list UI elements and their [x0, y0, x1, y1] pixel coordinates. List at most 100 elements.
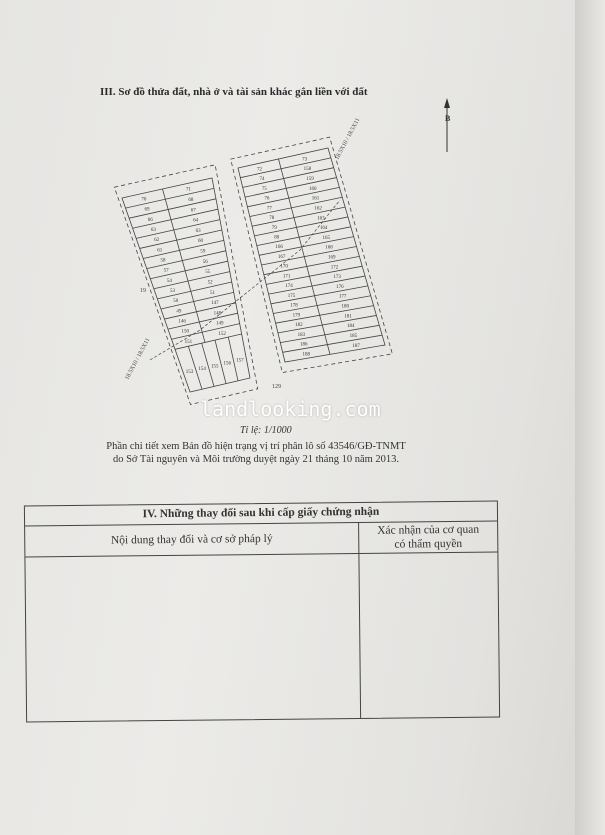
lot-number: 187 — [352, 344, 360, 349]
lot-number: 149 — [216, 322, 224, 327]
lot-number: 156 — [224, 361, 232, 366]
lot-divider — [268, 275, 366, 295]
lot-divider — [150, 260, 228, 280]
lot-number: 71 — [186, 188, 192, 193]
lot-divider — [249, 196, 343, 217]
lot-divider — [146, 250, 226, 270]
lot-number: 182 — [295, 323, 303, 328]
lot-divider — [263, 255, 360, 276]
lot-number: 168 — [325, 246, 333, 251]
dashed-reference-line — [149, 199, 341, 361]
lot-divider — [247, 187, 340, 208]
lot-number: 154 — [198, 367, 206, 372]
right-block-road-boundary — [230, 136, 393, 374]
lot-number: 183 — [298, 333, 306, 338]
lot-divider — [252, 206, 346, 227]
lot-number: 62 — [154, 238, 160, 243]
lot-divider — [157, 281, 232, 300]
lot-divider — [132, 208, 219, 229]
right-block-boundary — [237, 147, 386, 363]
lot-number: 70 — [141, 198, 147, 203]
lot-divider — [227, 336, 239, 381]
lot-number: 54 — [167, 279, 173, 284]
lot-divider — [174, 333, 242, 350]
lot-number: 158 — [304, 167, 312, 172]
road-label-left: 18.5X10 / 18.5X11 — [124, 337, 151, 381]
lot-19-label: 19 — [140, 288, 146, 294]
lot-divider — [240, 157, 331, 179]
lot-number: 180 — [342, 305, 350, 310]
header-line: Xác nhận của cơ quan — [377, 523, 480, 537]
lot-number: 173 — [333, 275, 341, 280]
lot-divider — [277, 315, 377, 334]
lot-number: 59 — [200, 250, 206, 255]
lot-divider — [162, 188, 206, 343]
lot-number: 57 — [164, 269, 170, 274]
lot-number: 177 — [339, 295, 347, 300]
lot-divider — [125, 188, 215, 209]
lot-number: 63 — [151, 228, 157, 233]
left-block-boundary — [121, 177, 251, 393]
lot-number: 66 — [148, 218, 154, 223]
lot-divider — [278, 158, 331, 355]
lot-number: 166 — [275, 245, 283, 250]
lot-number: 49 — [176, 309, 182, 314]
content-cell — [25, 553, 362, 722]
lot-divider — [266, 265, 363, 285]
lot-number: 55 — [205, 270, 211, 275]
lot-number: 179 — [293, 313, 301, 318]
lot-divider — [270, 285, 368, 305]
lot-number: 157 — [236, 358, 244, 363]
map-note-line2: do Sở Tài nguyên và Môi trường duyệt ngà… — [112, 454, 400, 465]
lot-number: 151 — [185, 340, 193, 345]
lot-divider — [164, 302, 236, 320]
lot-divider — [160, 292, 234, 310]
lot-divider — [273, 295, 371, 314]
lot-number: 60 — [198, 239, 204, 244]
column-header-content: Nội dung thay đổi và cơ sở pháp lý — [25, 522, 360, 557]
lot-number: 147 — [211, 301, 219, 306]
lot-number: 72 — [257, 167, 263, 172]
lot-number: 56 — [203, 260, 209, 265]
document-page — [0, 0, 590, 835]
lot-number: 69 — [145, 208, 151, 213]
lot-divider — [153, 271, 230, 290]
lot-divider — [256, 226, 351, 246]
lot-divider — [143, 240, 224, 259]
lot-divider — [201, 343, 215, 387]
lot-number: 164 — [320, 226, 328, 231]
lot-number: 61 — [157, 248, 163, 253]
lot-number: 169 — [328, 255, 336, 260]
lot-number: 172 — [331, 265, 339, 270]
section-3-title: III. Sơ đồ thửa đất, nhà ở và tài sản kh… — [100, 86, 368, 98]
lot-number: 79 — [272, 226, 278, 231]
lot-number: 63 — [196, 229, 202, 234]
lot-number: 163 — [317, 216, 325, 221]
lot-divider — [280, 324, 380, 343]
lot-divider — [139, 229, 222, 249]
lot-number: 78 — [269, 216, 275, 221]
lot-divider — [282, 334, 383, 353]
lot-number: 148 — [214, 311, 222, 316]
lot-divider — [242, 167, 334, 188]
map-scale: Tỉ lệ: 1/1000 — [240, 425, 292, 436]
lot-number: 188 — [303, 352, 311, 357]
lot-number: 185 — [350, 334, 358, 339]
lot-129-label: 129 — [272, 384, 281, 390]
lot-number: 159 — [306, 177, 314, 182]
lot-number: 73 — [302, 157, 308, 162]
lot-number: 184 — [347, 324, 355, 329]
lot-divider — [214, 340, 227, 384]
lot-divider — [167, 312, 238, 330]
lot-number: 52 — [208, 280, 214, 285]
lot-divider — [261, 246, 357, 266]
watermark: landlooking.com — [200, 397, 381, 421]
lot-divider — [254, 216, 349, 237]
lot-number: 167 — [278, 255, 286, 260]
map-note: Phần chi tiết xem Bản đồ hiện trạng vị t… — [86, 440, 426, 466]
lot-divider — [128, 198, 217, 219]
lot-number: 77 — [267, 206, 273, 211]
lot-number: 146 — [178, 319, 186, 324]
lot-number: 74 — [259, 177, 265, 182]
